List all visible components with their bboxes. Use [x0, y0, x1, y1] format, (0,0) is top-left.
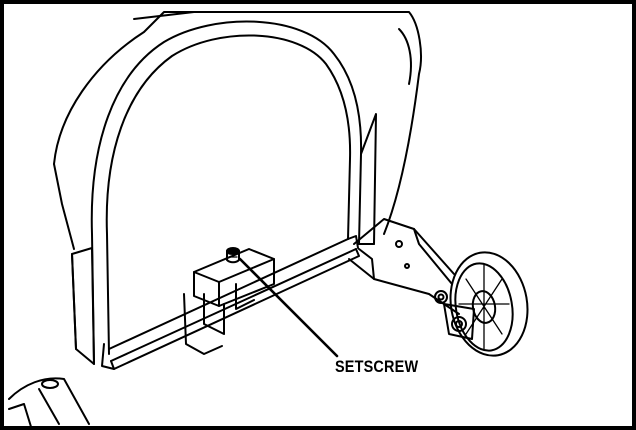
wheel-arm: [348, 218, 460, 315]
wheel-icon: [443, 251, 529, 357]
seat-shell: [53, 11, 422, 250]
base-fragment: [8, 377, 90, 426]
left-side-panel: [71, 247, 95, 365]
setscrew-label: SETSCREW: [335, 357, 419, 376]
seat-frame-bar: [101, 235, 360, 370]
setscrew-icon: [226, 247, 240, 264]
back-pad: [90, 20, 377, 365]
exploded-view-drawing: [8, 11, 529, 426]
callout-leader-line: [238, 257, 339, 358]
bracket-assembly: [183, 248, 275, 355]
